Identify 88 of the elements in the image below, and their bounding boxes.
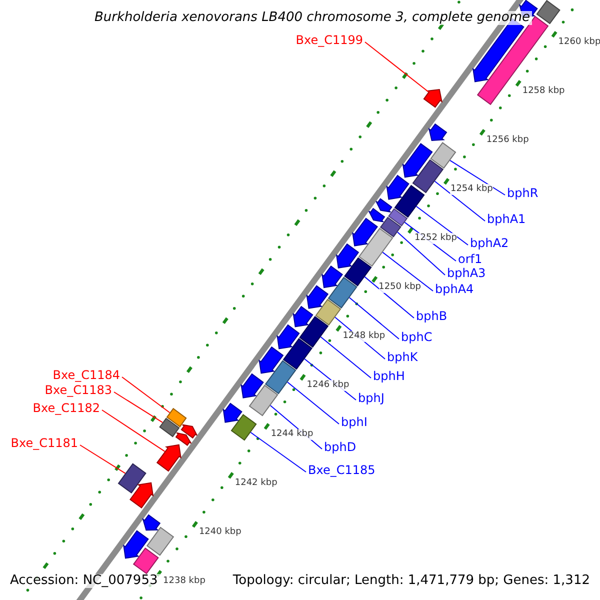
gene-box: [476, 16, 549, 106]
gene-label: bphA2: [470, 236, 509, 250]
tick-label: 1258 kbp: [522, 86, 565, 98]
gene-box: [118, 463, 146, 494]
gene-label: bphJ: [358, 391, 384, 405]
leader-line: [102, 410, 166, 452]
gene-label: bphH: [373, 369, 405, 383]
gene-block: [180, 424, 198, 439]
tick-label: 1244 kbp: [270, 429, 314, 440]
gene-block: [258, 346, 284, 374]
tick-label: 1250 kbp: [378, 282, 422, 294]
gene-box: [328, 276, 358, 308]
gene-box: [132, 548, 159, 574]
tick-label: 1252 kbp: [414, 233, 457, 244]
gene-box: [536, 0, 560, 24]
gene-block: [156, 444, 182, 472]
leader-line: [122, 376, 170, 414]
gene-block: [123, 530, 149, 559]
gene-block: [142, 514, 161, 531]
genome-summary-text: Topology: circular; Length: 1,471,779 bp; Genes: 1,312: [230, 574, 592, 588]
gene-label: bphA1: [487, 212, 526, 226]
gene-box: [380, 216, 402, 238]
gene-block: [130, 482, 154, 508]
gene-label: bphC: [401, 330, 432, 344]
gene-label: Bxe_C1183: [44, 383, 112, 397]
gene-block: [423, 88, 443, 108]
tick-label: 1240 kbp: [198, 527, 242, 538]
gene-label: Bxe_C1185: [308, 463, 376, 477]
gene-block: [386, 174, 410, 200]
leader-line: [416, 206, 468, 246]
tick-label: 1248 kbp: [342, 331, 386, 342]
gene-block: [336, 243, 360, 268]
gene-box: [394, 184, 425, 218]
gene-block: [222, 402, 242, 423]
gene-label: Bxe_C1182: [32, 401, 100, 415]
tick-label: 1260 kbp: [558, 37, 600, 48]
gene-block: [376, 198, 392, 212]
gene-block: [428, 123, 448, 142]
gene-block: [306, 285, 329, 309]
gene-label: bphD: [324, 440, 356, 454]
accession-text: Accession: NC_007953: [8, 574, 160, 588]
gene-box: [299, 316, 329, 348]
gene-box: [264, 360, 296, 394]
gene-block: [322, 266, 343, 288]
leader-line: [320, 336, 372, 378]
gene-label: bphR: [507, 186, 538, 200]
gene-label: Bxe_C1199: [296, 33, 363, 47]
tick-label: 1256 kbp: [486, 135, 529, 146]
gene-label: bphA3: [447, 266, 486, 280]
gene-label: Bxe_C1184: [52, 368, 120, 382]
gene-box: [248, 384, 278, 416]
gene-label: bphI: [341, 415, 368, 429]
gene-label: bphA4: [435, 282, 474, 296]
leader-line: [397, 232, 446, 276]
leader-line: [348, 297, 400, 340]
leader-line: [364, 42, 429, 92]
map-title: Burkholderia xenovorans LB400 chromosome 3, complete genome: [92, 11, 532, 25]
tick-label: 1254 kbp: [450, 184, 493, 196]
gene-box: [282, 338, 312, 370]
gene-block: [175, 432, 192, 446]
gene-block: [402, 143, 433, 178]
tick-label: 1242 kbp: [234, 478, 278, 490]
gene-block: [352, 218, 378, 246]
tick-label: 1238 kbp: [163, 576, 206, 588]
gene-block: [276, 324, 300, 350]
leader-line: [450, 160, 506, 196]
gene-label: Bxe_C1181: [10, 436, 78, 450]
gene-box: [388, 208, 408, 226]
gene-box: [412, 159, 444, 194]
gene-box: [159, 418, 180, 438]
gene-box: [146, 526, 174, 556]
gene-box: [166, 408, 187, 428]
gene-box: [358, 228, 394, 267]
gene-block: [368, 208, 386, 222]
leader-line: [250, 432, 306, 472]
leader-line: [364, 276, 414, 318]
gene-label: orf1: [458, 252, 482, 266]
leader-line: [114, 392, 164, 423]
leader-line: [286, 382, 340, 424]
gene-block: [292, 306, 314, 328]
gene-box: [230, 414, 257, 441]
gene-block: [240, 373, 264, 398]
gene-box: [344, 257, 372, 286]
gene-box: [315, 298, 342, 326]
gene-label: bphB: [416, 309, 448, 323]
gene-box: [430, 142, 456, 169]
gene-label: bphK: [387, 350, 418, 364]
tick-label: 1246 kbp: [306, 380, 350, 392]
